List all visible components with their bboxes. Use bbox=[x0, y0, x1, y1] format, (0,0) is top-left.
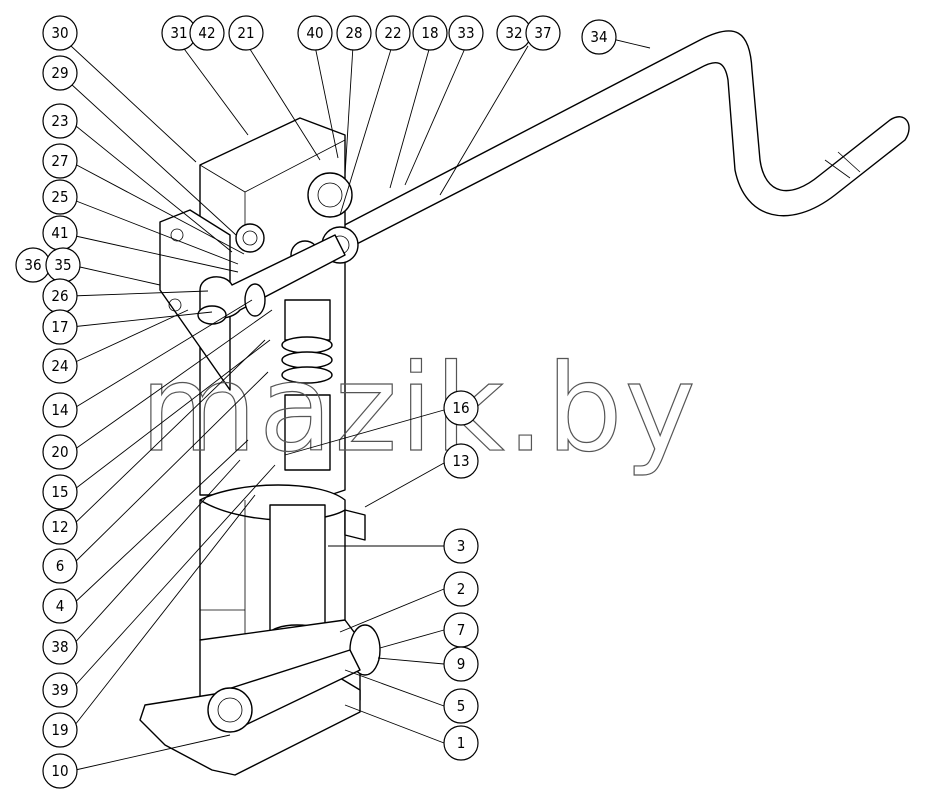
callout-40: 40 bbox=[297, 15, 333, 51]
svg-text:2: 2 bbox=[457, 580, 466, 598]
callout-23: 23 bbox=[42, 103, 78, 139]
svg-text:24: 24 bbox=[51, 357, 68, 375]
svg-text:10: 10 bbox=[51, 762, 68, 780]
callout-42: 42 bbox=[189, 15, 225, 51]
callout-20: 20 bbox=[42, 434, 78, 470]
foot-plate bbox=[139, 674, 361, 776]
svg-text:5: 5 bbox=[457, 697, 466, 715]
svg-text:19: 19 bbox=[51, 721, 68, 739]
svg-text:27: 27 bbox=[51, 152, 68, 170]
svg-text:22: 22 bbox=[384, 24, 401, 42]
svg-text:15: 15 bbox=[51, 483, 68, 501]
svg-text:3: 3 bbox=[457, 537, 466, 555]
callout-26: 26 bbox=[42, 278, 78, 314]
svg-text:42: 42 bbox=[198, 24, 215, 42]
svg-text:37: 37 bbox=[534, 24, 551, 42]
callout-30: 30 bbox=[42, 15, 78, 51]
callout-12: 12 bbox=[42, 509, 78, 545]
callout-7: 7 bbox=[443, 612, 479, 648]
svg-text:23: 23 bbox=[51, 112, 68, 130]
svg-text:35: 35 bbox=[54, 256, 71, 274]
svg-text:1: 1 bbox=[457, 734, 466, 752]
callout-3: 3 bbox=[443, 528, 479, 564]
svg-text:13: 13 bbox=[452, 452, 469, 470]
callout-41: 41 bbox=[42, 215, 78, 251]
callout-25: 25 bbox=[42, 179, 78, 215]
svg-text:33: 33 bbox=[457, 24, 474, 42]
svg-text:39: 39 bbox=[51, 681, 68, 699]
callout-13: 13 bbox=[443, 443, 479, 479]
svg-text:40: 40 bbox=[306, 24, 323, 42]
callout-22: 22 bbox=[375, 15, 411, 51]
jack-drawing bbox=[139, 30, 910, 776]
svg-text:16: 16 bbox=[452, 399, 469, 417]
callout-16: 16 bbox=[443, 390, 479, 426]
crank-handle bbox=[334, 30, 910, 251]
callout-33: 33 bbox=[448, 15, 484, 51]
callout-14: 14 bbox=[42, 392, 78, 428]
svg-text:9: 9 bbox=[457, 655, 466, 673]
svg-text:12: 12 bbox=[51, 518, 68, 536]
svg-text:14: 14 bbox=[51, 401, 68, 419]
svg-text:26: 26 bbox=[51, 287, 68, 305]
callout-29: 29 bbox=[42, 55, 78, 91]
callout-6: 6 bbox=[42, 548, 78, 584]
callout-36: 36 bbox=[15, 247, 51, 283]
inner-tube bbox=[269, 504, 326, 636]
callout-17: 17 bbox=[42, 309, 78, 345]
callout-5: 5 bbox=[443, 688, 479, 724]
svg-text:34: 34 bbox=[590, 28, 607, 46]
callout-31: 31 bbox=[161, 15, 197, 51]
svg-text:38: 38 bbox=[51, 638, 68, 656]
svg-text:31: 31 bbox=[170, 24, 187, 42]
svg-text:21: 21 bbox=[237, 24, 254, 42]
svg-text:6: 6 bbox=[56, 557, 65, 575]
callout-34: 34 bbox=[581, 19, 617, 55]
svg-text:28: 28 bbox=[345, 24, 362, 42]
callout-38: 38 bbox=[42, 629, 78, 665]
callout-2: 2 bbox=[443, 571, 479, 607]
callout-32: 32 bbox=[496, 15, 532, 51]
callout-4: 4 bbox=[42, 588, 78, 624]
callout-19: 19 bbox=[42, 712, 78, 748]
callout-28: 28 bbox=[336, 15, 372, 51]
callout-37: 37 bbox=[525, 15, 561, 51]
callout-39: 39 bbox=[42, 672, 78, 708]
callout-35: 35 bbox=[45, 247, 81, 283]
svg-text:30: 30 bbox=[51, 24, 68, 42]
svg-text:18: 18 bbox=[421, 24, 438, 42]
svg-text:36: 36 bbox=[24, 256, 41, 274]
callout-18: 18 bbox=[412, 15, 448, 51]
callout-27: 27 bbox=[42, 143, 78, 179]
callout-24: 24 bbox=[42, 348, 78, 384]
svg-text:20: 20 bbox=[51, 443, 68, 461]
svg-text:41: 41 bbox=[51, 224, 68, 242]
callout-1: 1 bbox=[443, 725, 479, 761]
svg-text:4: 4 bbox=[56, 597, 65, 615]
callout-21: 21 bbox=[228, 15, 264, 51]
svg-text:25: 25 bbox=[51, 188, 68, 206]
watermark: mazik.by bbox=[140, 340, 698, 479]
svg-text:29: 29 bbox=[51, 64, 68, 82]
svg-text:7: 7 bbox=[457, 621, 466, 639]
svg-text:32: 32 bbox=[505, 24, 522, 42]
callout-bubbles: 30 31 42 21 40 28 22 18 33 32 37 34 29 2… bbox=[15, 15, 617, 789]
callout-9: 9 bbox=[443, 646, 479, 682]
svg-text:17: 17 bbox=[51, 318, 68, 336]
callout-15: 15 bbox=[42, 474, 78, 510]
callout-10: 10 bbox=[42, 753, 78, 789]
